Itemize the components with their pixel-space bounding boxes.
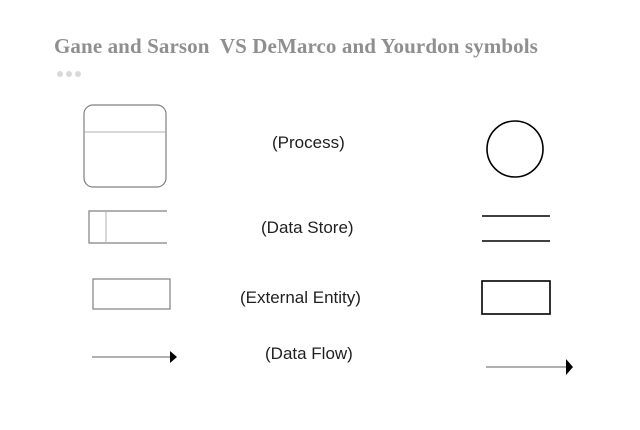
dot xyxy=(66,71,72,77)
demarco-yourdon-external-entity-symbol xyxy=(481,280,551,315)
decorative-dots xyxy=(57,71,81,77)
dot xyxy=(57,71,63,77)
data-store-label: (Data Store) xyxy=(261,218,354,237)
gane-sarson-external-entity-symbol xyxy=(92,278,171,310)
demarco-yourdon-data-flow-symbol xyxy=(486,359,573,375)
page-title: Gane and Sarson VS DeMarco and Yourdon s… xyxy=(54,34,538,58)
gane-sarson-process-symbol xyxy=(83,104,167,188)
gane-sarson-data-store-symbol xyxy=(88,210,167,244)
gane-sarson-data-flow-symbol xyxy=(92,351,177,363)
data-flow-label: (Data Flow) xyxy=(265,344,353,363)
dot xyxy=(75,71,81,77)
demarco-yourdon-process-symbol xyxy=(486,120,544,178)
demarco-yourdon-data-store-symbol xyxy=(482,215,550,242)
external-entity-label: (External Entity) xyxy=(240,288,361,307)
process-label: (Process) xyxy=(272,133,345,152)
